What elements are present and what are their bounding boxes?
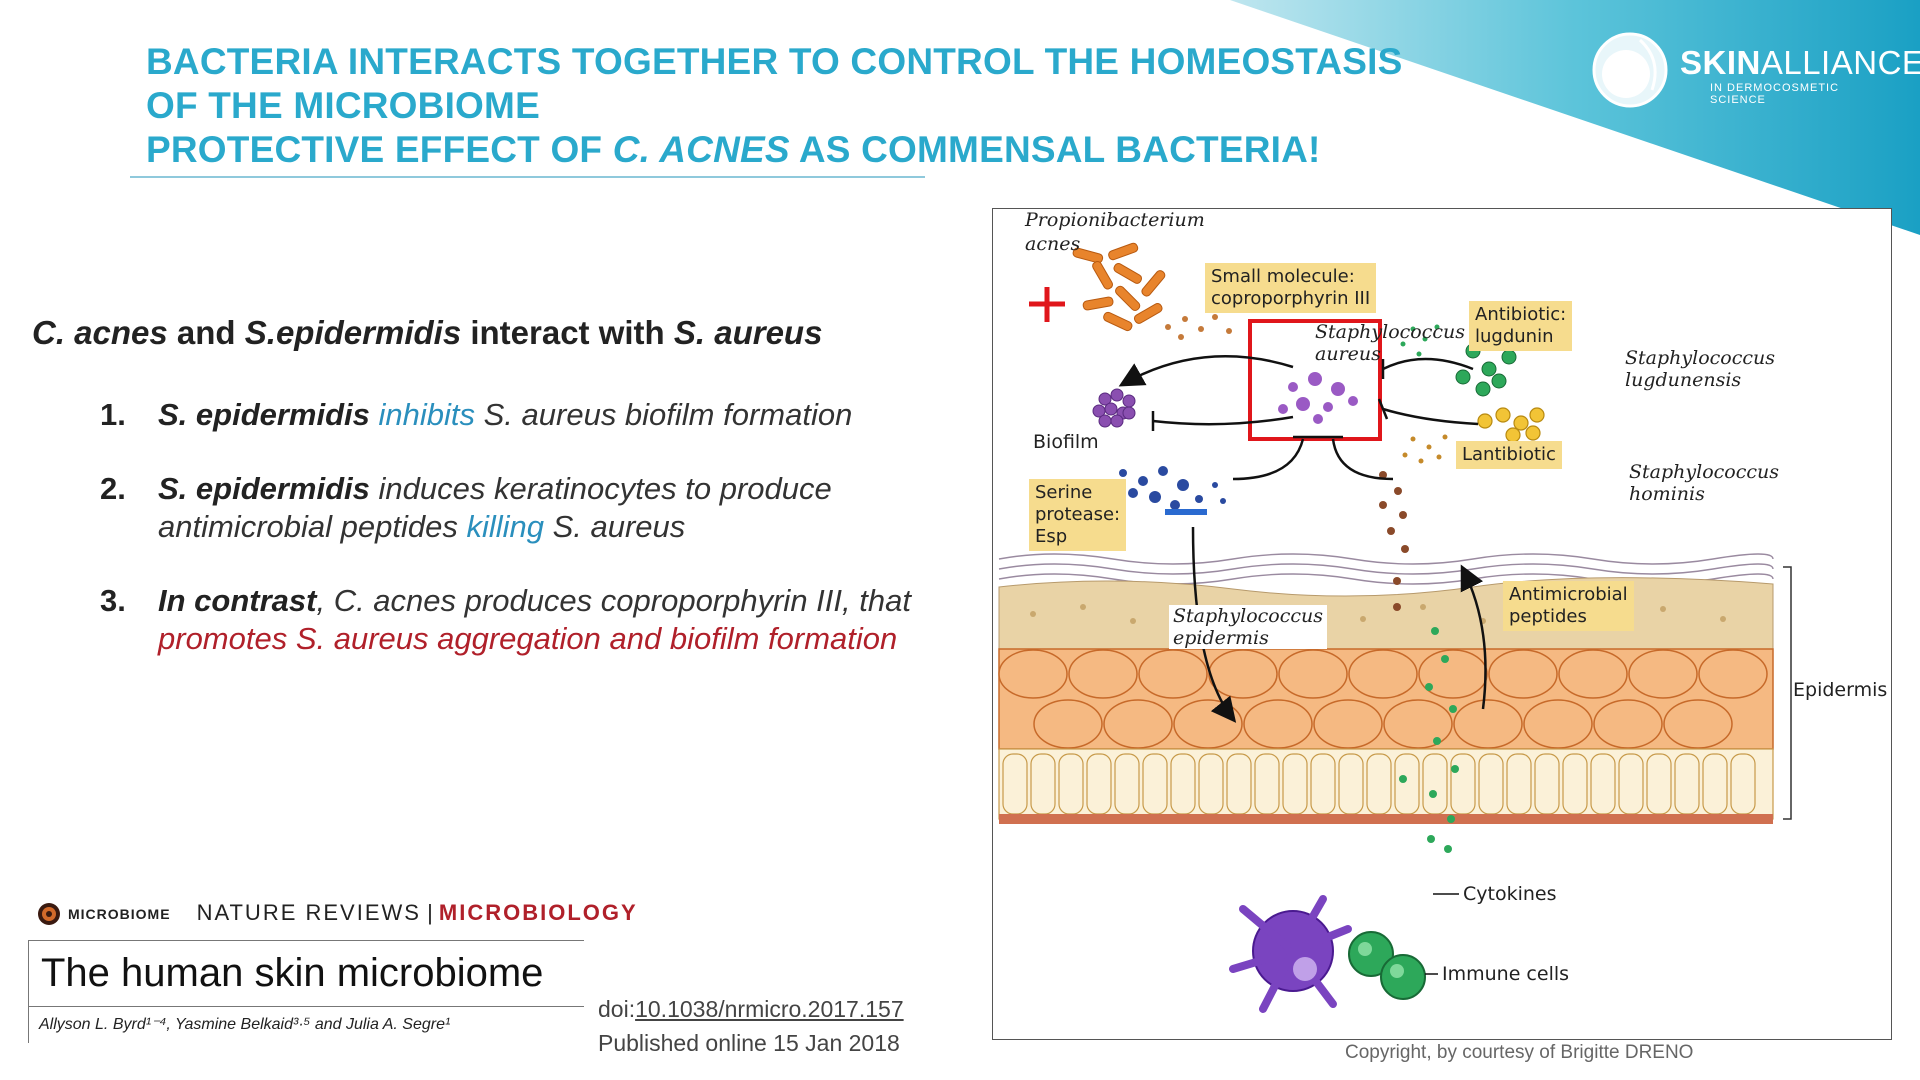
paper-authors: Allyson L. Byrd¹⁻⁴, Yasmine Belkaid³·⁵ a… bbox=[39, 1016, 451, 1033]
s-lugdunensis-cluster bbox=[1455, 343, 1517, 397]
findings-list: 1. S. epidermidis inhibits S. aureus bio… bbox=[100, 396, 970, 694]
cytokine-dots bbox=[1399, 627, 1459, 853]
list-item: 1. S. epidermidis inhibits S. aureus bio… bbox=[100, 397, 853, 432]
skin-microbiome-figure: Propionibacterium acnes Small molecule:c… bbox=[992, 208, 1892, 1040]
title-line-1: BACTERIA INTERACTS TOGETHER TO CONTROL T… bbox=[146, 41, 1403, 82]
logo-tagline: IN DERMOCOSMETIC SCIENCE bbox=[1710, 82, 1840, 106]
s-aureus-dots bbox=[1278, 372, 1358, 424]
skinalliance-logo: SKINALLIANCE IN DERMOCOSMETIC SCIENCE bbox=[1590, 30, 1920, 110]
esp-inhibit bbox=[1232, 438, 1305, 481]
s-aureus-highlight-box bbox=[1248, 319, 1382, 441]
label-cytokines: Cytokines bbox=[1463, 883, 1557, 905]
copyright-notice: Copyright, by courtesy of Brigitte DRENO bbox=[1345, 1042, 1694, 1063]
doi-text: doi:10.1038/nrmicro.2017.157 bbox=[598, 996, 904, 1022]
granular-layer bbox=[998, 577, 1774, 650]
label-biofilm: Biofilm bbox=[1033, 431, 1099, 453]
published-date: Published online 15 Jan 2018 bbox=[598, 1030, 900, 1056]
serine-protease-dots bbox=[1119, 466, 1226, 510]
subheading: C. acnes and S.epidermidis interact with… bbox=[32, 314, 823, 351]
list-item: 2. S. epidermidis induces keratinocytes … bbox=[100, 471, 832, 544]
label-antibiotic: Antibiotic:lugdunin bbox=[1469, 301, 1573, 351]
paper-citation-box: The human skin microbiome Allyson L. Byr… bbox=[28, 940, 584, 1043]
corner-banner bbox=[1230, 0, 1920, 235]
microbiome-logo-icon bbox=[38, 903, 60, 926]
citation-divider bbox=[29, 1006, 584, 1007]
logo-emblem-icon bbox=[1592, 32, 1668, 108]
spinous-layer bbox=[998, 648, 1774, 750]
coproporphyrin-dots bbox=[1165, 314, 1232, 340]
label-immune-cells: Immune cells bbox=[1442, 963, 1570, 985]
title-underline bbox=[130, 176, 925, 178]
c-acnes-cluster bbox=[1072, 242, 1166, 332]
plus-icon bbox=[1029, 287, 1065, 322]
inhibit-line-1 bbox=[1152, 415, 1294, 426]
immune-cells bbox=[1229, 895, 1426, 1013]
lugdunin-dots bbox=[1400, 324, 1440, 357]
basal-layer bbox=[998, 748, 1774, 820]
doi-link[interactable]: 10.1038/nrmicro.2017.157 bbox=[635, 996, 904, 1022]
s-hominis-cluster bbox=[1477, 407, 1545, 443]
figure-illustration bbox=[998, 242, 1792, 1013]
amp-inhibit bbox=[1331, 438, 1394, 481]
label-epidermis: Epidermis bbox=[1793, 679, 1888, 701]
label-small-molecule: Small molecule:coproporphyrin III bbox=[1205, 263, 1377, 313]
paper-title: The human skin microbiome bbox=[41, 951, 544, 995]
lugdunin-inhibit bbox=[1382, 357, 1474, 371]
lantibiotic-dots bbox=[1402, 434, 1448, 464]
minus-icon bbox=[1165, 509, 1207, 515]
slide-title: BACTERIA INTERACTS TOGETHER TO CONTROL T… bbox=[146, 40, 1406, 172]
biofilm-cluster bbox=[1092, 388, 1136, 428]
label-propionibacterium: Propionibacterium bbox=[1025, 209, 1205, 231]
title-line-3: PROTECTIVE EFFECT OF C. ACNES AS COMMENS… bbox=[146, 129, 1321, 170]
label-acnes: acnes bbox=[1025, 233, 1081, 255]
amp-arrow-up bbox=[1460, 564, 1487, 710]
amp-dots bbox=[1379, 471, 1409, 611]
logo-wordmark: SKINALLIANCE bbox=[1680, 44, 1920, 81]
basement-membrane bbox=[999, 814, 1773, 824]
epidermis-bracket bbox=[1783, 566, 1792, 820]
label-lantibiotic: Lantibiotic bbox=[1456, 441, 1562, 469]
list-item: 3. In contrast, C. acnes produces coprop… bbox=[100, 583, 911, 656]
lantibiotic-inhibit bbox=[1382, 407, 1479, 426]
biofilm-arrow bbox=[1118, 355, 1294, 387]
title-line-2: OF THE MICROBIOME bbox=[146, 85, 540, 126]
